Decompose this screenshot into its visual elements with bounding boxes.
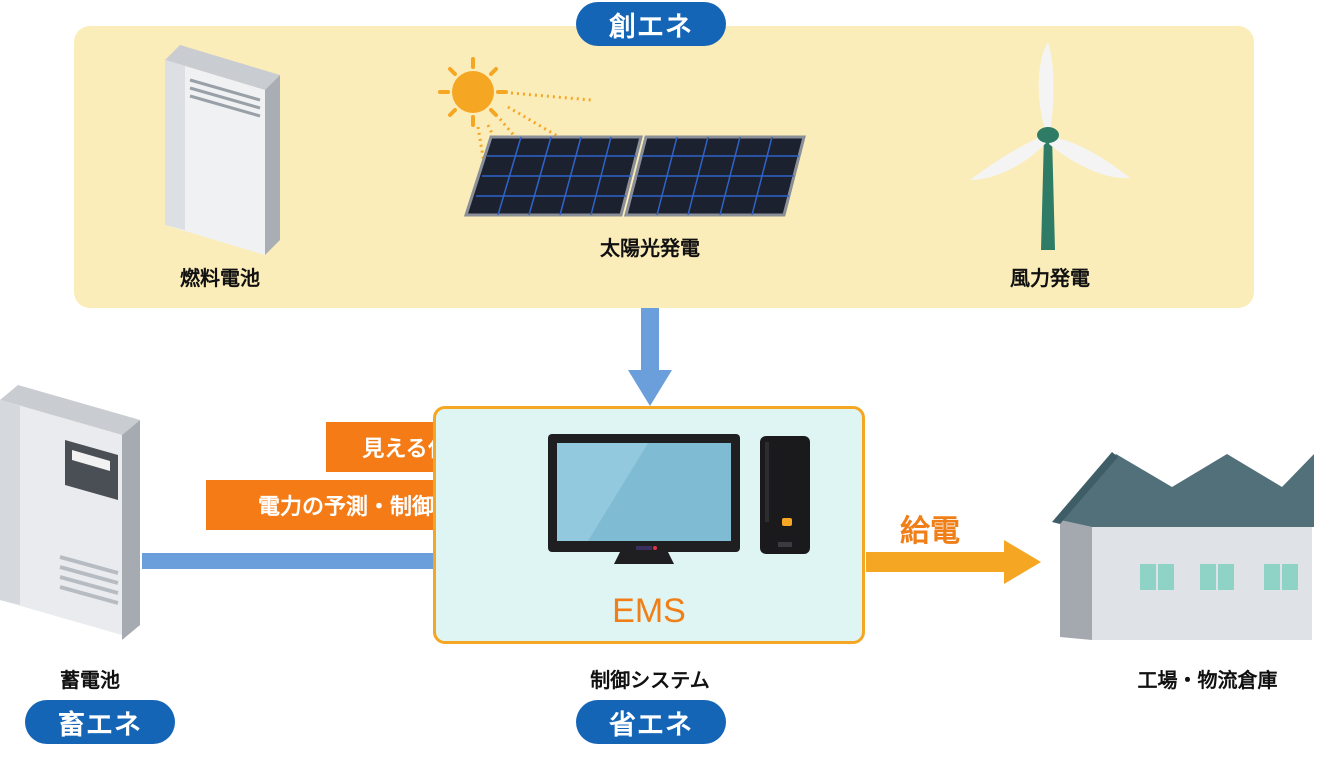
ems-label: EMS [612,592,686,630]
storage-battery-icon [0,385,140,640]
creation-to-ems-arrow [628,308,672,406]
saving-badge: 省エネ [576,700,726,744]
supply-label: 給電 [900,514,960,549]
battery-to-ems-connector [142,553,434,569]
factory-icon [1052,452,1314,640]
storage-label: 蓄電池 [60,668,120,692]
creation-badge: 創エネ [576,2,726,46]
wind-turbine-icon [970,42,1130,250]
pc-tower-icon [760,436,810,554]
wind-label: 風力発電 [1010,266,1090,290]
solar-panel-icon [438,57,806,217]
fuel-cell-icon [165,45,280,255]
factory-label: 工場・物流倉庫 [1137,668,1278,692]
storage-badge: 畜エネ [25,700,175,744]
fuel-cell-label: 燃料電池 [180,266,260,290]
solar-label: 太陽光発電 [600,236,700,260]
ems-caption: 制御システム [590,668,710,692]
supply-arrow [866,540,1041,584]
monitor-icon [548,434,740,564]
